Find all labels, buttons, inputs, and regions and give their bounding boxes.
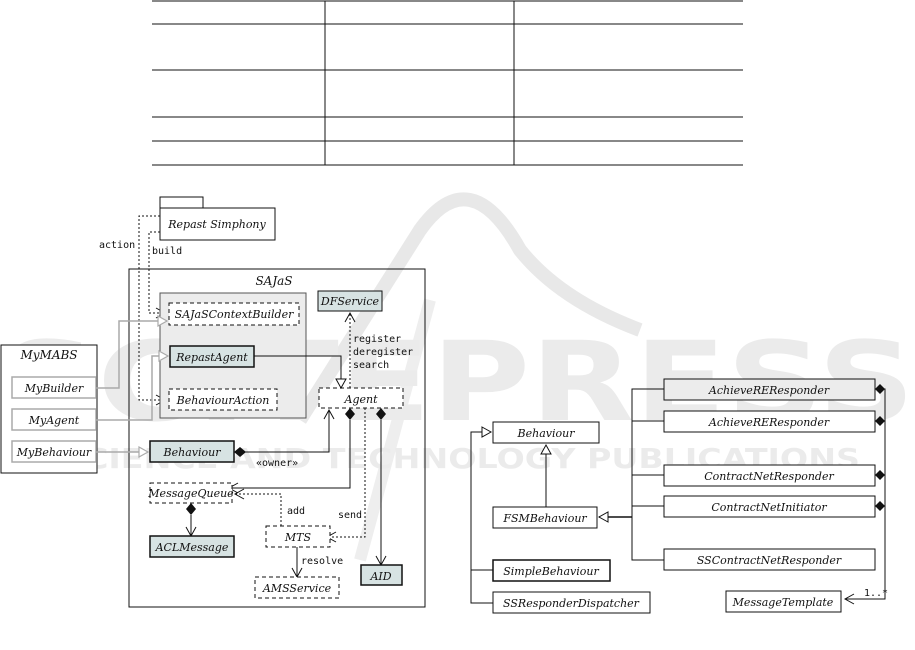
behaviour-label: Behaviour	[163, 446, 222, 459]
repast-agent-generalization	[254, 355, 347, 390]
aid-box	[360, 564, 403, 586]
acl-message-label: ACLMessage	[155, 541, 229, 554]
protocol-box	[663, 548, 876, 571]
build-dependency	[148, 231, 167, 319]
watermark-stroke	[354, 298, 436, 562]
df-label-deregister: deregister	[353, 347, 413, 358]
mts-box	[265, 525, 331, 548]
message-queue-label: MessageQueue	[147, 487, 234, 500]
mymabs-title: MyMABS	[19, 348, 77, 362]
action-label: action	[99, 240, 135, 251]
composition-diamond	[234, 447, 246, 457]
acl-message-box	[149, 535, 235, 558]
package-label: Repast Simphony	[167, 218, 266, 231]
package-body	[159, 207, 276, 241]
behaviour-class-box	[492, 421, 600, 444]
mts-label: MTS	[284, 531, 312, 544]
protocol-label: AchieveREResponder	[708, 416, 830, 429]
composition-diamond	[875, 416, 885, 426]
aid-label: AID	[369, 570, 391, 583]
my-builder-label: MyBuilder	[24, 382, 84, 395]
package-tab	[159, 196, 204, 209]
build-label: build	[152, 246, 182, 257]
composition-diamond	[875, 470, 885, 480]
composition-diamond	[875, 501, 885, 511]
my-behaviour-label: MyBehaviour	[16, 446, 92, 459]
simple-behaviour-label: SimpleBehaviour	[503, 565, 599, 578]
protocol-label: AchieveREResponder	[708, 384, 830, 397]
composition-diamond	[345, 408, 355, 420]
fsm-behaviour-box	[492, 506, 598, 529]
ams-service-label: AMSService	[262, 582, 332, 595]
repast-simphony-package: Repast Simphony	[159, 196, 276, 241]
empty-table	[152, 0, 743, 166]
message-template-association	[843, 388, 886, 605]
my-agent-generalization	[96, 356, 168, 421]
add-label: add	[287, 506, 305, 517]
df-service-label: DFService	[320, 295, 380, 308]
df-label-search: search	[353, 360, 389, 371]
composition-diamond	[186, 503, 196, 515]
behaviour-action-box	[168, 388, 278, 411]
owner-association	[234, 408, 335, 453]
add-dependency	[233, 488, 282, 526]
protocol-label: ContractNetResponder	[704, 470, 834, 483]
send-label: send	[338, 510, 362, 521]
watermark-swoosh	[294, 192, 643, 424]
owner-label: «owner»	[256, 458, 298, 469]
sajas-context-builder-label: SAJaSContextBuilder	[175, 308, 294, 321]
my-builder-generalization	[96, 321, 167, 389]
multiplicity-label: 1..*	[864, 588, 888, 599]
send-dependency	[325, 408, 366, 543]
agent-label: Agent	[344, 393, 379, 406]
df-label-register: register	[353, 334, 401, 345]
composition-diamond	[376, 408, 386, 420]
protocol-label: SSContractNetResponder	[697, 554, 842, 567]
sajas-title: SAJaS	[255, 274, 292, 288]
message-template-box	[725, 590, 842, 613]
ams-service-box	[254, 576, 340, 599]
behaviour-class-label: Behaviour	[517, 427, 576, 440]
ss-responder-dispatcher-label: SSResponderDispatcher	[503, 597, 640, 610]
my-agent-label: MyAgent	[28, 414, 80, 427]
repast-agent-label: RepastAgent	[175, 351, 248, 364]
sajas-package	[128, 268, 426, 608]
agent-box	[318, 387, 404, 409]
behaviour-action-label: BehaviourAction	[176, 394, 270, 407]
message-template-label: MessageTemplate	[732, 596, 834, 609]
sajas-context-builder-box	[168, 302, 300, 326]
protocol-label: ContractNetInitiator	[711, 501, 827, 514]
df-service-box	[317, 290, 383, 312]
behaviour-generalization-trunk	[470, 426, 493, 604]
message-queue-association	[227, 420, 351, 494]
fsm-behaviour-label: FSMBehaviour	[502, 512, 587, 525]
resolve-label: resolve	[301, 556, 343, 567]
